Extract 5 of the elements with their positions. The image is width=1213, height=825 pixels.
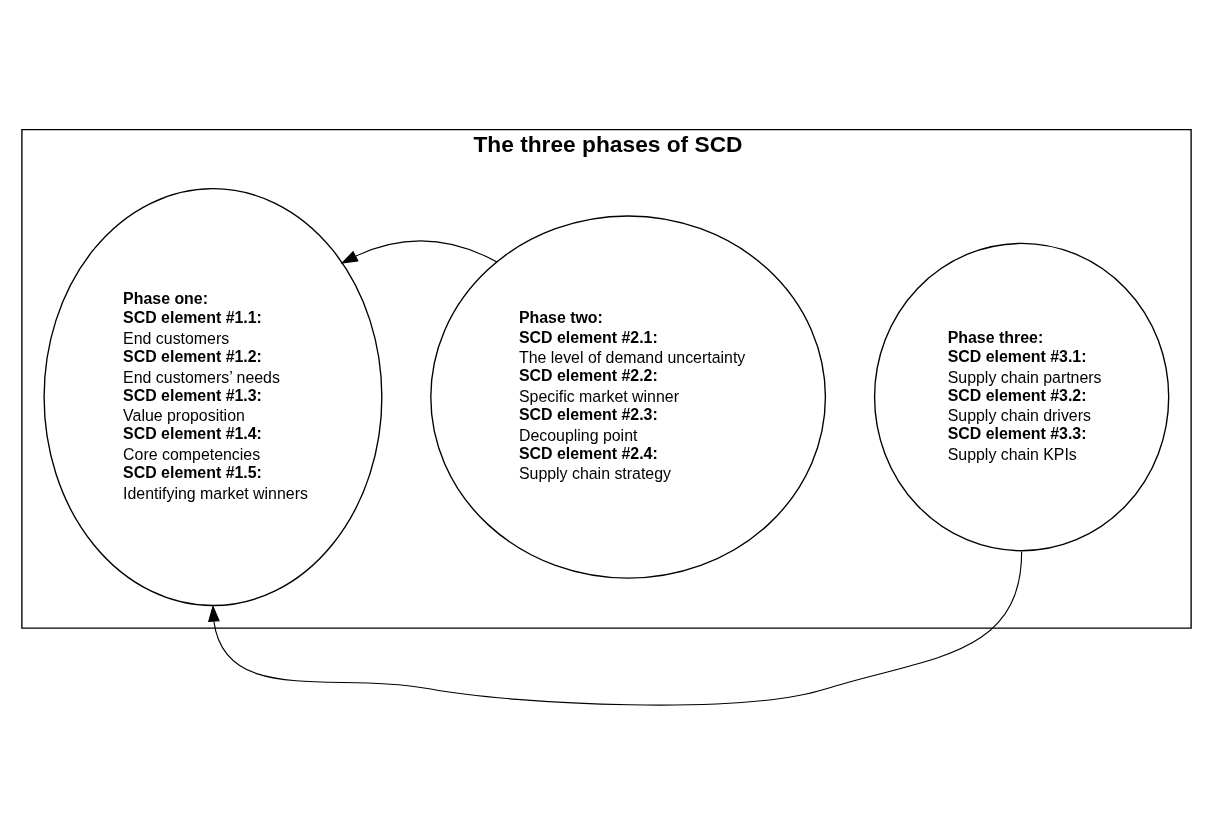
arrow	[207, 550, 1023, 706]
arrow	[340, 239, 498, 264]
node-circle: Phase two: SCD element #2.1: The level of demand uncertainty SCD element #2.2: Specific market winner SCD element #2.3: Decoupling point SCD element #2.4: Supply chain strategy	[430, 214, 827, 579]
node-circle: Phase three: SCD element #3.1: Supply chain partners SCD element #3.2: Supply chain drivers SCD element #3.3: Supply chain KPIs	[873, 242, 1170, 551]
node-ellipse: Phase one: SCD element #1.1: End customers SCD element #1.2: End customers’ needs SCD element #1.3: Value proposition SCD element #1.4: Core competencies SCD element #1.5: Identifying market winners	[43, 187, 383, 606]
